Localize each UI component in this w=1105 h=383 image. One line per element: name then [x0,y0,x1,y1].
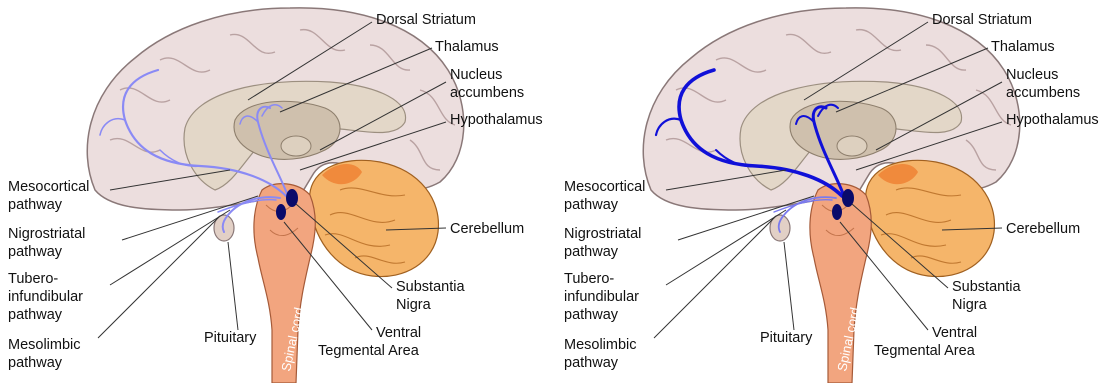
label-mesolimbic: Mesolimbic pathway [8,337,85,371]
label-mesocortical: Mesocortical pathway [564,179,649,213]
vta-nucleus [832,204,842,220]
label-nucleus-accumbens: Nucleus accumbens [1006,67,1080,101]
label-substantia-nigra: Substantia Nigra [396,279,469,313]
label-dorsal-striatum: Dorsal Striatum [376,12,476,28]
label-mesocortical: Mesocortical pathway [8,179,93,213]
label-pituitary: Pituitary [760,330,813,346]
label-cerebellum: Cerebellum [450,221,524,237]
label-hypothalamus: Hypothalamus [450,112,543,128]
label-mesolimbic: Mesolimbic pathway [564,337,641,371]
label-hypothalamus: Hypothalamus [1006,112,1099,128]
label-tuberoinfundibular: Tubero- infundibular pathway [564,271,643,323]
label-dorsal-striatum: Dorsal Striatum [932,12,1032,28]
label-nigrostriatal: Nigrostriatal pathway [8,226,89,260]
label-tuberoinfundibular: Tubero- infundibular pathway [8,271,87,323]
label-nucleus-accumbens: Nucleus accumbens [450,67,524,101]
label-pituitary: Pituitary [204,330,257,346]
panel-left: Spinal cord Dorsal Striatum Thalamus Nuc… [8,8,543,383]
label-cerebellum: Cerebellum [1006,221,1080,237]
label-thalamus: Thalamus [435,39,499,55]
label-nigrostriatal: Nigrostriatal pathway [564,226,645,260]
vta-nucleus [276,204,286,220]
label-thalamus: Thalamus [991,39,1055,55]
panel-right: Spinal cord Dorsal Striatum Thalamus Nuc… [564,8,1099,383]
label-substantia-nigra: Substantia Nigra [952,279,1025,313]
